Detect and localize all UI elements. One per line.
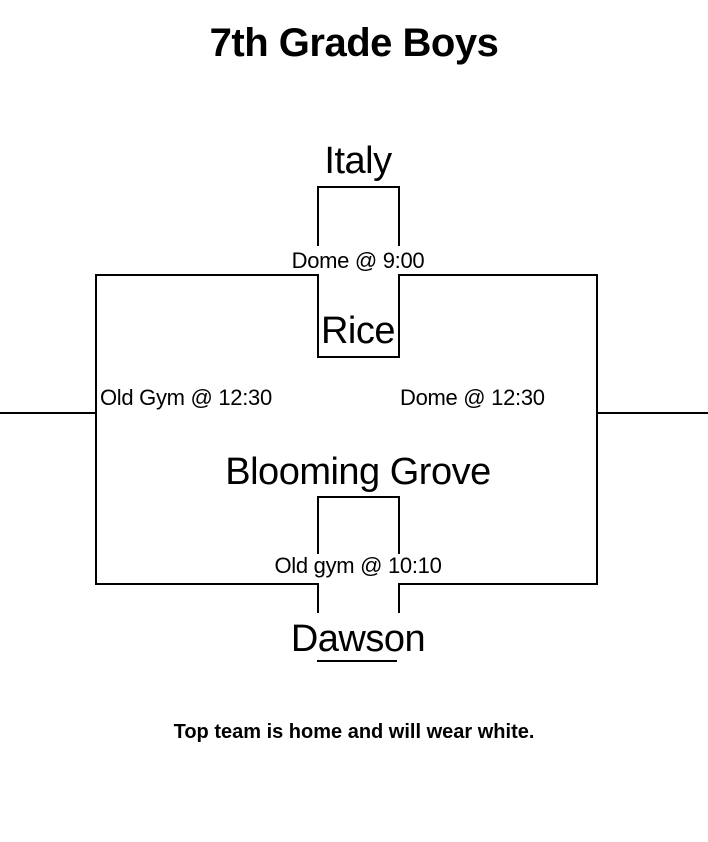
bottom-bracket-right-line — [398, 496, 400, 554]
top-bracket-left-line — [317, 186, 319, 246]
page-title: 7th Grade Boys — [209, 21, 499, 65]
team-name-blooming-grove: Blooming Grove — [225, 451, 491, 493]
rice-slot-right-line — [398, 274, 400, 358]
rice-slot-left-line — [317, 274, 319, 358]
center-box-left-line — [95, 274, 97, 585]
top-bracket-top-line — [317, 186, 400, 188]
center-box-bottom-right-line — [398, 583, 598, 585]
rice-slot-bottom-line — [317, 356, 400, 358]
dawson-slot-left-line — [317, 583, 319, 613]
team-name-rice: Rice — [320, 310, 396, 352]
team-name-italy: Italy — [324, 140, 392, 182]
bottom-bracket-top-line — [317, 496, 400, 498]
top-bracket-right-line — [398, 186, 400, 246]
center-box-top-right-line — [398, 274, 598, 276]
center-box-right-line — [596, 274, 598, 585]
right-game-location: Dome @ 12:30 — [400, 385, 545, 410]
top-match-location: Dome @ 9:00 — [291, 248, 425, 273]
left-winner-stub-line — [0, 412, 96, 414]
footer-note: Top team is home and will wear white. — [173, 721, 535, 743]
center-box-top-left-line — [95, 274, 319, 276]
bottom-bracket-left-line — [317, 496, 319, 554]
bottom-match-location: Old gym @ 10:10 — [274, 553, 442, 578]
right-winner-stub-line — [596, 412, 708, 414]
dawson-underline — [317, 660, 397, 662]
dawson-slot-right-line — [398, 583, 400, 613]
left-game-location: Old Gym @ 12:30 — [100, 385, 272, 410]
team-name-dawson: Dawson — [290, 618, 426, 660]
center-box-bottom-left-line — [95, 583, 319, 585]
